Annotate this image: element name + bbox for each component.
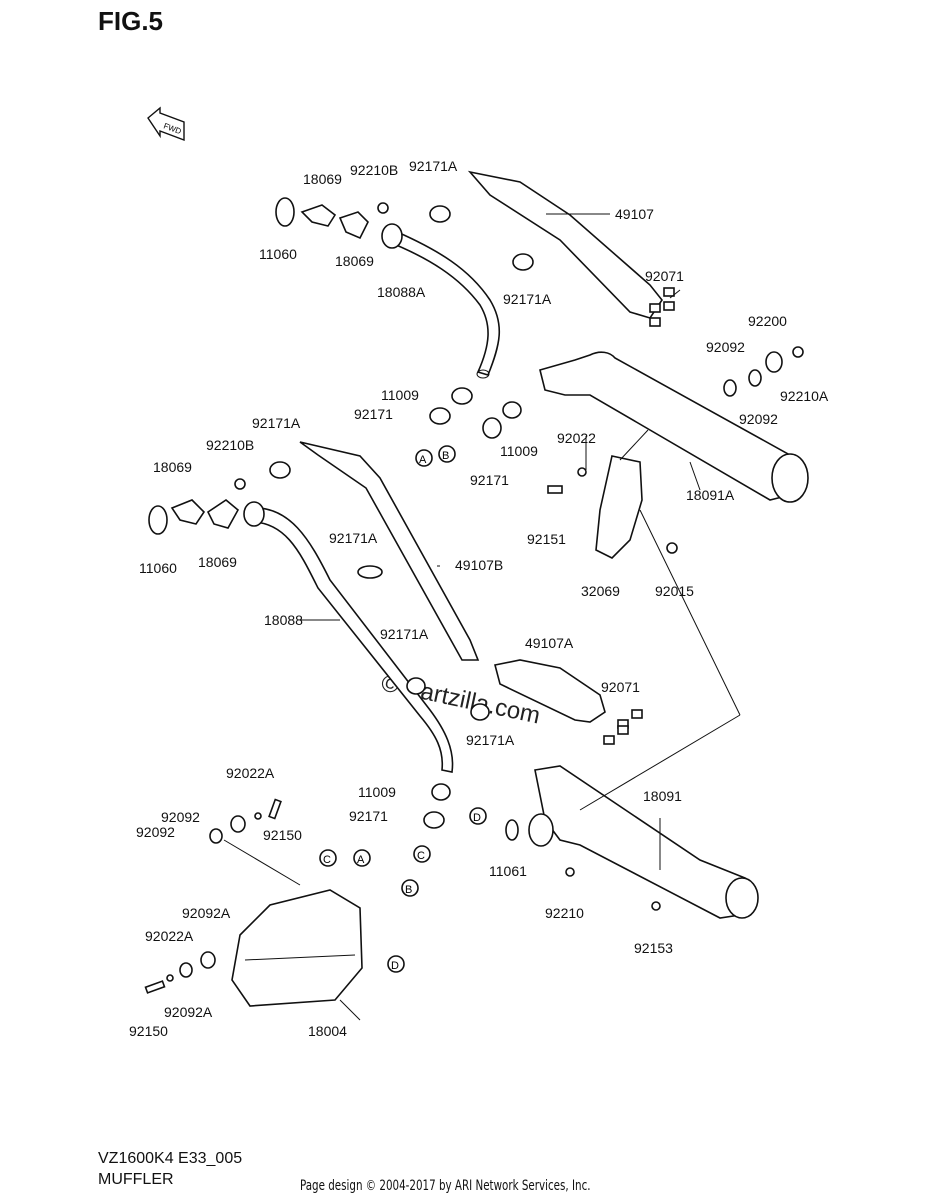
- part-label: 49107: [615, 206, 654, 222]
- part-label: 92071: [601, 679, 640, 695]
- part-label: 18069: [153, 459, 192, 475]
- part-label: 92071: [645, 268, 684, 284]
- part-label: 11061: [489, 863, 527, 879]
- part-label: 11060: [259, 246, 297, 262]
- clamp-92171-icon: [429, 407, 451, 425]
- part-label: 92092: [161, 809, 200, 825]
- flange-18069-icon: [338, 211, 369, 240]
- callout-d: D: [473, 812, 481, 824]
- pipe-inlet-icon: [381, 223, 403, 249]
- exhaust-pipe-18088-icon: [247, 507, 454, 773]
- part-label: 18088: [264, 612, 303, 628]
- copyright-footer: Page design © 2004-2017 by ARI Network S…: [300, 1178, 591, 1194]
- part-label: 92022A: [145, 928, 194, 944]
- part-label: 92092A: [182, 905, 231, 921]
- part-label: 18091A: [686, 487, 735, 503]
- part-label: 11009: [381, 387, 419, 403]
- part-label: 32069: [581, 583, 620, 599]
- part-label: 18069: [335, 253, 374, 269]
- part-label: 92022A: [226, 765, 275, 781]
- part-label: 11009: [358, 784, 396, 800]
- part-label: 92171A: [252, 415, 301, 431]
- callout-markers: A B C C A B D D: [319, 445, 487, 973]
- part-label: 92171A: [409, 158, 458, 174]
- part-label: 92150: [263, 827, 302, 843]
- part-label: 92153: [634, 940, 673, 956]
- heat-shield-49107-icon: [467, 170, 663, 319]
- part-label: 92015: [655, 583, 694, 599]
- part-label: 18069: [303, 171, 342, 187]
- part-label: 92171: [470, 472, 509, 488]
- part-label: 92171A: [466, 732, 515, 748]
- part-label: 92022: [557, 430, 596, 446]
- part-label: 92210B: [206, 437, 254, 453]
- part-label: 92200: [748, 313, 787, 329]
- gasket-11009-icon: [451, 387, 473, 405]
- part-label: 92151: [527, 531, 566, 547]
- part-label: 92092A: [164, 1004, 213, 1020]
- model-code: VZ1600K4 E33_005: [98, 1150, 243, 1167]
- leader-lines: [223, 213, 741, 1021]
- part-label: 18088A: [377, 284, 426, 300]
- muffler-tip-icon: [771, 453, 809, 503]
- part-label: 92092: [136, 824, 175, 840]
- part-label: 18004: [308, 1023, 347, 1039]
- part-label: 92171: [354, 406, 393, 422]
- part-label: 92210B: [350, 162, 398, 178]
- flange-18069-icon: [300, 204, 337, 227]
- bracket-32069-icon: [595, 455, 643, 559]
- part-label: 92092: [739, 411, 778, 427]
- part-label: 92171A: [503, 291, 552, 307]
- part-label: 92210: [545, 905, 584, 921]
- figure-title: FIG.5: [98, 6, 164, 36]
- part-label: 18091: [643, 788, 682, 804]
- callout-a: A: [419, 454, 427, 466]
- callout-b: B: [405, 884, 412, 896]
- callout-c: C: [323, 854, 331, 866]
- part-label: 49107B: [455, 557, 503, 573]
- gasket-11060-icon: [275, 197, 295, 227]
- part-labels: 11060 18069 92210B 92171A 18069 49107 18…: [129, 158, 829, 1039]
- part-label: 92092: [706, 339, 745, 355]
- heat-shield-49107b-icon: [299, 441, 480, 661]
- clamp-92171a-icon: [512, 253, 534, 271]
- part-label: 92150: [129, 1023, 168, 1039]
- rubber-92071-icon: [663, 301, 675, 311]
- callout-b: B: [442, 450, 449, 462]
- nut-92210b-icon: [377, 202, 389, 214]
- part-label: 92171A: [380, 626, 429, 642]
- muffler-18004-icon: [231, 889, 363, 1007]
- callout-c: C: [417, 850, 425, 862]
- callout-a: A: [357, 854, 365, 866]
- part-label: 92171A: [329, 530, 378, 546]
- section-name: MUFFLER: [98, 1171, 174, 1188]
- exhaust-pipe-18088a-icon: [383, 226, 501, 376]
- part-label: 18069: [198, 554, 237, 570]
- fwd-arrow-icon: FWD: [147, 106, 185, 142]
- clamp-92171a-icon: [429, 205, 451, 223]
- part-label: 49107A: [525, 635, 574, 651]
- heat-shield-49107a-icon: [494, 659, 606, 723]
- part-label: 92171: [349, 808, 388, 824]
- part-label: 92210A: [780, 388, 829, 404]
- callout-d: D: [391, 960, 399, 972]
- part-label: 11009: [500, 443, 538, 459]
- part-label: 11060: [139, 560, 177, 576]
